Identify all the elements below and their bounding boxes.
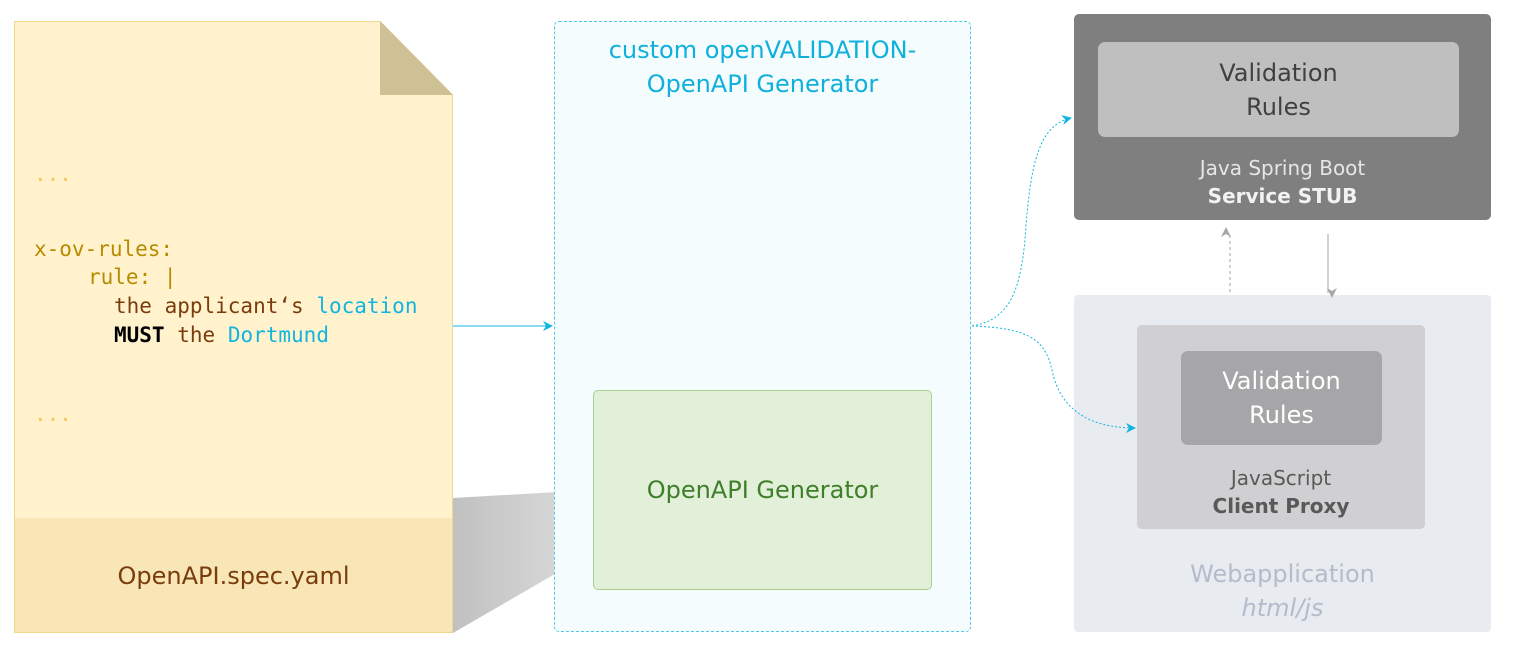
proxy-rules-line2: Rules xyxy=(1249,401,1314,429)
openapi-generator-label: OpenAPI Generator xyxy=(646,476,879,504)
proxy-caption-line2: Client Proxy xyxy=(1212,494,1350,518)
stub-caption: Java Spring Boot Service STUB xyxy=(1074,154,1491,210)
page-fold-icon xyxy=(380,21,453,95)
spec-document-footer xyxy=(14,518,453,633)
code-rule-key: rule: xyxy=(88,265,152,289)
proxy-caption-line1: JavaScript xyxy=(1230,466,1332,490)
code-text-location: location xyxy=(316,294,418,318)
webapp-label: Webapplication xyxy=(1190,560,1375,588)
stub-caption-line1: Java Spring Boot xyxy=(1199,156,1366,180)
code-text-applicant: the applicant‘s xyxy=(114,294,304,318)
code-pipe: | xyxy=(163,265,177,289)
proxy-validation-rules: Validation Rules xyxy=(1181,351,1382,445)
code-ellipsis-bottom: ... xyxy=(34,402,72,426)
stub-caption-line2: Service STUB xyxy=(1207,184,1358,208)
stub-validation-rules: Validation Rules xyxy=(1098,42,1459,137)
spec-document-outline xyxy=(14,21,453,633)
code-rule-text-line2: MUST the Dortmund xyxy=(114,321,329,350)
custom-generator-title-line2: OpenAPI Generator xyxy=(646,70,879,98)
code-text-the: the xyxy=(177,323,216,347)
code-ellipsis-top: ... xyxy=(34,162,72,186)
code-key-x-ov-rules: x-ov-rules: xyxy=(34,237,174,261)
code-rule-line: rule: | xyxy=(88,263,177,292)
custom-generator-title-line1: custom openVALIDATION- xyxy=(608,36,917,64)
stub-rules-line1: Validation xyxy=(1219,58,1338,87)
openapi-generator-box: OpenAPI Generator xyxy=(593,390,932,590)
webapp-tech-label: html/js xyxy=(1241,594,1324,622)
webapp-caption: Webapplication html/js xyxy=(1074,557,1491,625)
proxy-rules-line1: Validation xyxy=(1222,367,1341,395)
code-text-must: MUST xyxy=(114,323,165,347)
spec-filename: OpenAPI.spec.yaml xyxy=(117,561,350,590)
code-text-dortmund: Dortmund xyxy=(227,323,329,347)
code-rule-text-line1: the applicant‘s location xyxy=(114,292,417,321)
proxy-caption: JavaScript Client Proxy xyxy=(1137,464,1425,520)
custom-generator-title: custom openVALIDATION- OpenAPI Generator xyxy=(554,33,971,101)
stub-rules-line2: Rules xyxy=(1246,92,1311,121)
